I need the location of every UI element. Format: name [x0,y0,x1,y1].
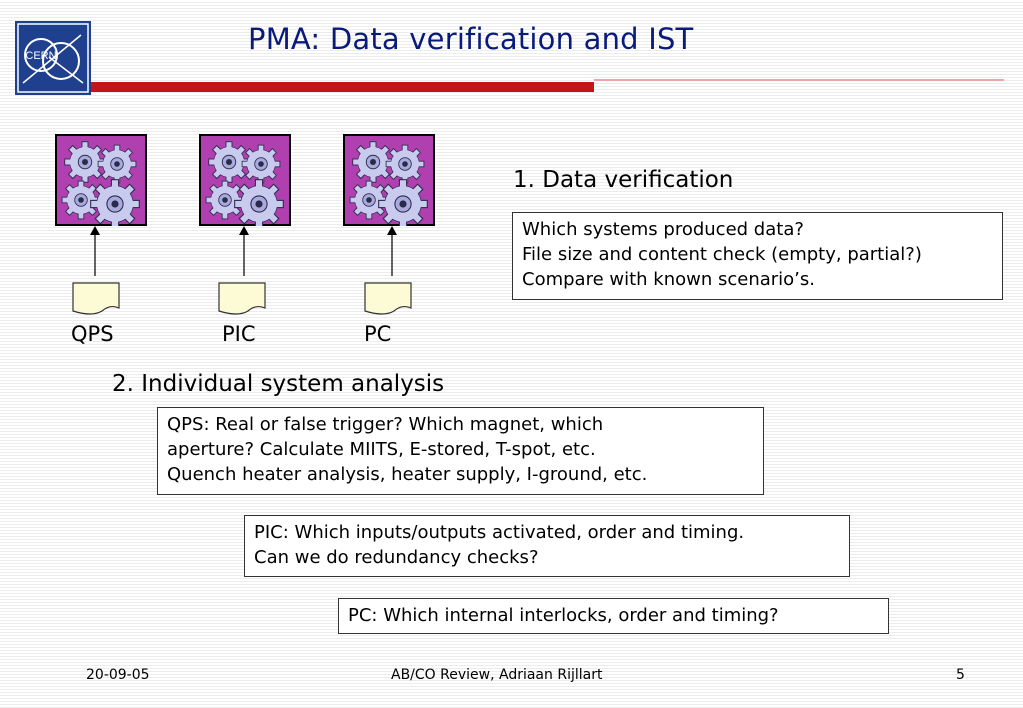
box-line: Quench heater analysis, heater supply, I… [167,464,648,485]
box-line: Which systems produced data? [522,219,804,240]
data-verification-box: Which systems produced data? File size a… [512,212,1003,300]
qps-gears-icon [55,134,147,226]
pc-gears-icon [343,134,435,226]
title-rule-thin [594,79,1004,81]
pic-gears-icon [199,134,291,226]
section2-heading: 2. Individual system analysis [112,371,445,397]
title-rule-thick [91,82,594,92]
box-line: File size and content check (empty, part… [522,244,922,265]
logo-text: CERN [25,50,56,62]
box-line: PC: Which internal interlocks, order and… [348,605,779,626]
pc-analysis-box: PC: Which internal interlocks, order and… [338,598,889,634]
cern-logo-icon: CERN [17,23,89,93]
box-line: Compare with known scenario’s. [522,269,816,290]
pic-arrow [238,226,250,276]
qps-analysis-box: QPS: Real or false trigger? Which magnet… [157,407,764,495]
pc-arrow [386,226,398,276]
section1-heading: 1. Data verification [513,167,734,193]
cern-logo: CERN [15,21,91,95]
box-line: Can we do redundancy checks? [254,547,539,568]
system-label-pic: PIC [222,322,256,346]
qps-document-icon [72,282,122,316]
system-label-pc: PC [364,322,392,346]
pc-document-icon [364,282,414,316]
pic-analysis-box: PIC: Which inputs/outputs activated, ord… [244,515,850,577]
box-line: aperture? Calculate MIITS, E-stored, T-s… [167,439,596,460]
box-line: QPS: Real or false trigger? Which magnet… [167,414,604,435]
footer-author: AB/CO Review, Adriaan Rijllart [391,667,603,683]
slide-title: PMA: Data verification and IST [248,22,694,56]
pic-document-icon [218,282,268,316]
box-line: PIC: Which inputs/outputs activated, ord… [254,522,745,543]
system-label-qps: QPS [71,322,114,346]
footer-page-number: 5 [956,667,965,683]
footer-date: 20-09-05 [86,667,150,683]
qps-arrow [89,226,101,276]
